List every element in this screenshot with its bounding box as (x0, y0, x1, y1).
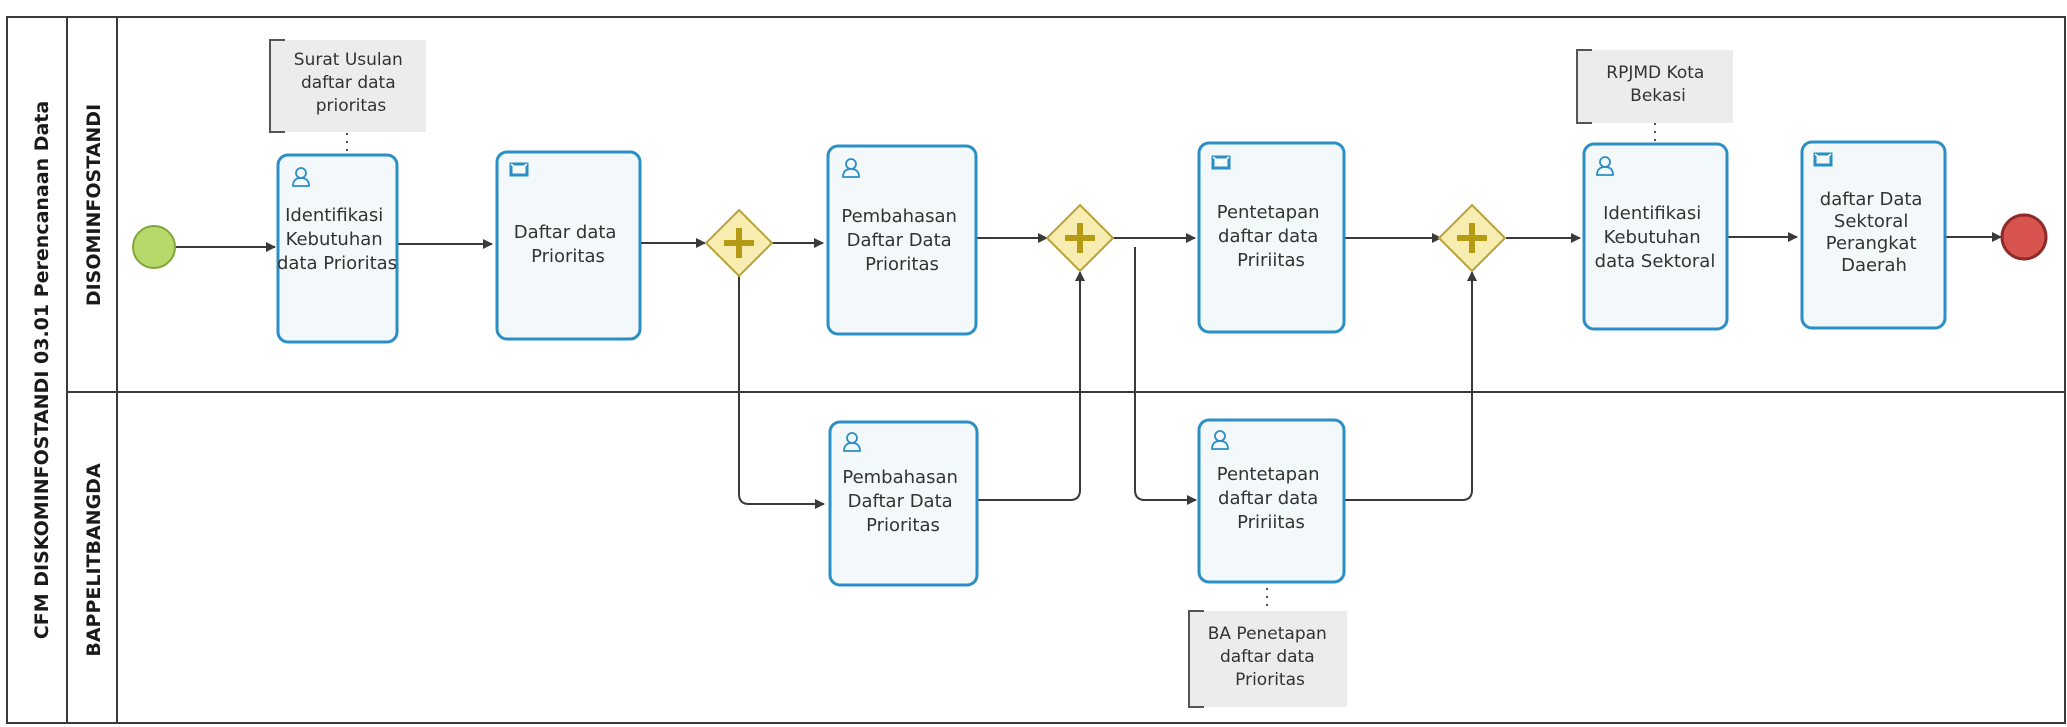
annotation-a2-line-1: RPJMD Kota (1606, 63, 1704, 83)
svg-text:Pembahasan Daftar Data: Pembahasan Daftar Data Prioritas (841, 206, 962, 275)
user-icon (292, 167, 310, 187)
task-line: Prioritas (531, 246, 605, 267)
task-line: daftar Data (1820, 189, 1923, 210)
task-identifikasi-kebutuhan-prioritas[interactable]: Identifikasi Kebutuhan data Prioritas (276, 153, 399, 344)
task-line: data Sektoral (1595, 251, 1716, 272)
svg-text:BA Penetapan daftar data: BA Penetapan daftar data Prioritas (1208, 624, 1333, 690)
sequence-flows (175, 232, 2002, 509)
lane-label-disominfostandi: DISOMINFOSTANDI (83, 104, 105, 306)
annotation-a3-line-3: Prioritas (1235, 670, 1305, 690)
lane-bappelitbangda: BAPPELITBANGDA (83, 463, 105, 657)
plus-icon (1065, 223, 1095, 253)
task-daftar-data-sektoral[interactable]: daftar Data Sektoral Perangkat Daerah (1800, 140, 1947, 330)
annotation-a2-line-2: Bekasi (1630, 86, 1686, 106)
annotation-a1[interactable]: Surat Usulan daftar data prioritas (269, 39, 426, 133)
flow-t8-g3[interactable] (1344, 271, 1477, 501)
task-line: Daftar Data (847, 230, 952, 251)
annotation-a1-line-1: Surat Usulan (294, 50, 403, 70)
svg-text:RPJMD Kota Bekasi: RPJMD Kota Bekasi (1606, 63, 1709, 106)
annotation-a3[interactable]: BA Penetapan daftar data Prioritas (1188, 610, 1347, 708)
user-icon (1596, 156, 1614, 176)
task-line: Prioritas (865, 254, 939, 275)
annotation-a3-line-1: BA Penetapan (1208, 624, 1327, 644)
task-pentetapan-daftar-data-2[interactable]: Pentetapan daftar data Pririitas (1197, 418, 1346, 584)
task-pentetapan-daftar-data-1[interactable]: Pentetapan daftar data Pririitas (1197, 141, 1346, 334)
task-pembahasan-daftar-data-1[interactable]: Pembahasan Daftar Data Prioritas (826, 144, 978, 336)
parallel-gateway-3[interactable] (1437, 203, 1507, 273)
plus-icon (1457, 223, 1487, 253)
task-daftar-data-prioritas[interactable]: Daftar data Prioritas (495, 150, 642, 341)
task-line: Pembahasan (841, 206, 957, 227)
task-line: Daerah (1841, 255, 1907, 276)
lane-disominfostandi: DISOMINFOSTANDI (83, 104, 105, 306)
flow-g2-t8[interactable] (1134, 247, 1197, 505)
task-line: daftar data (1218, 226, 1318, 247)
task-line: daftar data (1218, 488, 1318, 509)
svg-text:Identifikasi Kebutuhan: Identifikasi Kebutuhan data Sektoral (1595, 203, 1716, 272)
annotation-a3-line-2: daftar data (1220, 647, 1315, 667)
envelope-icon (1813, 152, 1833, 167)
envelope-icon (509, 162, 529, 177)
envelope-icon (1211, 155, 1231, 170)
task-line: Perangkat (1826, 233, 1917, 254)
task-line: data Prioritas (277, 253, 397, 274)
task-line: Identifikasi (1603, 203, 1701, 224)
svg-text:Pentetapan daftar data: Pentetapan daftar data Pririitas (1217, 464, 1326, 533)
parallel-gateway-1[interactable] (704, 208, 774, 278)
task-line: Sektoral (1834, 211, 1908, 232)
task-line: Daftar Data (848, 491, 953, 512)
start-event[interactable] (132, 225, 176, 269)
svg-text:Pembahasan Daftar Data: Pembahasan Daftar Data Prioritas (842, 467, 963, 536)
task-line: Pentetapan (1217, 464, 1320, 485)
end-event[interactable] (2000, 213, 2048, 261)
parallel-gateway-2[interactable] (1045, 203, 1115, 273)
user-icon (843, 432, 861, 452)
user-icon (842, 158, 860, 178)
task-pembahasan-daftar-data-2[interactable]: Pembahasan Daftar Data Prioritas (828, 420, 979, 587)
flow-g1-t7[interactable] (738, 276, 825, 509)
task-line: Pririitas (1237, 512, 1305, 533)
pool: CFM DISKOMINFOSTANDI 03.01 Perencanaan D… (6, 16, 2066, 724)
annotation-a1-line-2: daftar data (301, 73, 396, 93)
user-icon (1211, 430, 1229, 450)
flow-t7-g2[interactable] (976, 271, 1085, 501)
associations (346, 123, 1656, 610)
task-line: Kebutuhan (1604, 227, 1701, 248)
svg-text:Pentetapan daftar data: Pentetapan daftar data Pririitas (1217, 202, 1326, 271)
task-line: Pririitas (1237, 250, 1305, 271)
task-line: Pembahasan (842, 467, 958, 488)
task-line: Kebutuhan (286, 229, 383, 250)
svg-text:daftar Data Sektoral: daftar Data Sektoral Perangkat Daerah (1820, 189, 1928, 276)
task-identifikasi-kebutuhan-sektoral[interactable]: Identifikasi Kebutuhan data Sektoral (1582, 142, 1729, 331)
annotation-a2[interactable]: RPJMD Kota Bekasi (1576, 49, 1733, 124)
pool-label: CFM DISKOMINFOSTANDI 03.01 Perencanaan D… (31, 101, 53, 639)
task-line: Daftar data (514, 222, 617, 243)
plus-icon (724, 228, 754, 258)
annotation-a1-line-3: prioritas (316, 96, 387, 116)
svg-text:Identifikasi Kebutuhan: Identifikasi Kebutuhan data Prioritas (277, 205, 397, 274)
svg-text:Surat Usulan daftar data: Surat Usulan daftar data prioritas (294, 50, 408, 116)
lane-label-bappelitbangda: BAPPELITBANGDA (83, 463, 105, 657)
task-line: Pentetapan (1217, 202, 1320, 223)
task-line: Identifikasi (285, 205, 383, 226)
svg-text:Daftar data Prioritas: Daftar data Prioritas (514, 222, 622, 267)
task-line: Prioritas (866, 515, 940, 536)
